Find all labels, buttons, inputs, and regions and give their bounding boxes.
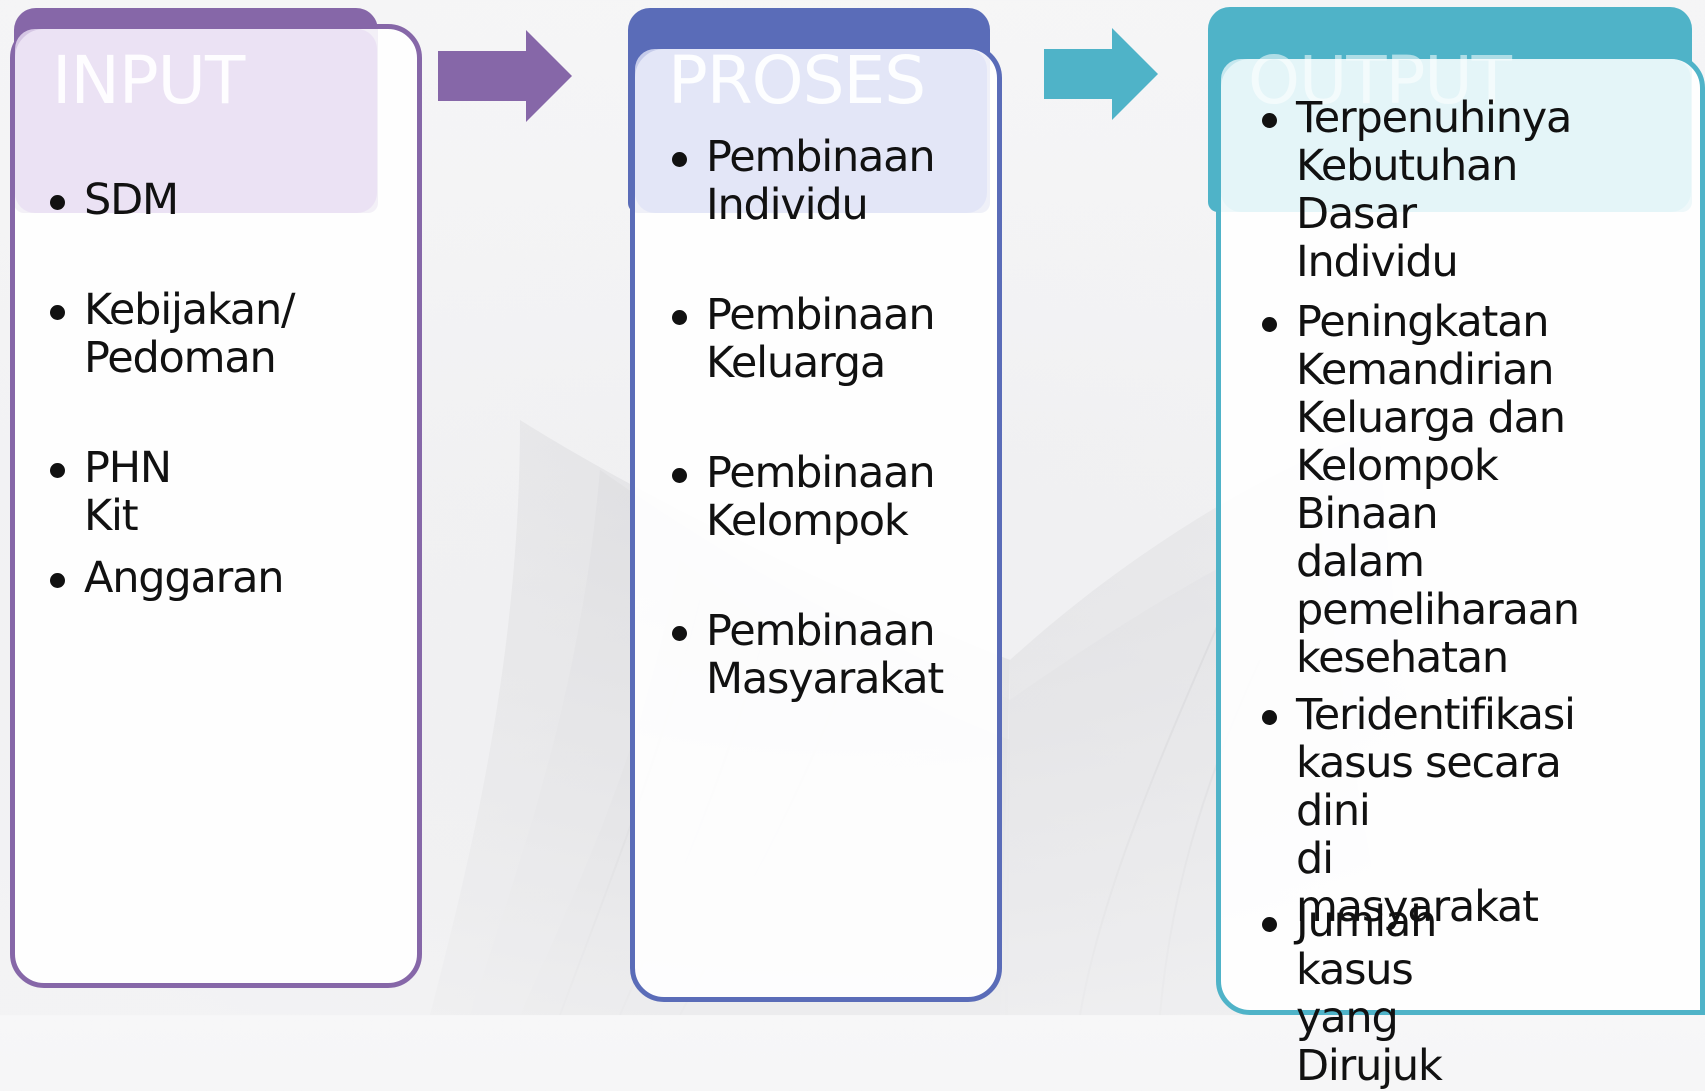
input-item-anggaran: Anggaran [50,553,284,603]
output-item-label: Peningkatan Kemandirian Keluarga dan Kel… [1296,297,1580,683]
bullet-icon [1262,113,1277,128]
input-item-label: Anggaran [84,553,284,603]
bullet-icon [672,626,687,641]
input-item-phn-kit: PHN Kit [50,443,172,541]
proses-item-label: Pembinaan Masyarakat [706,606,944,704]
proses-item-masyarakat: Pembinaan Masyarakat [672,606,944,704]
bullet-icon [1262,917,1277,932]
bullet-icon [672,152,687,167]
output-tab-overlay [1221,59,1691,212]
output-item-dirujuk: Jumlah kasus yang Dirujuk [1262,897,1443,1091]
proses-tab-overlay [635,49,987,213]
input-item-label: PHN Kit [84,443,172,541]
output-item-label: Terpenuhinya Kebutuhan Dasar Individu [1296,93,1572,287]
input-tab-overlay [15,29,377,213]
bullet-icon [672,310,687,325]
proses-title: PROSES [668,42,926,119]
proses-item-label: Pembinaan Keluarga [706,290,936,388]
proses-item-individu: Pembinaan Individu [672,132,936,230]
proses-item-label: Pembinaan Kelompok [706,448,936,546]
output-item-label: Jumlah kasus yang Dirujuk [1296,897,1443,1091]
output-item-label: Teridentifikasi kasus secara dini di mas… [1296,690,1576,932]
bullet-icon [50,463,65,478]
bullet-icon [50,195,65,210]
output-item-kebutuhan-dasar: Terpenuhinya Kebutuhan Dasar Individu [1262,93,1572,287]
input-item-label: SDM [84,175,179,225]
proses-item-kelompok: Pembinaan Kelompok [672,448,936,546]
input-item-kebijakan: Kebijakan/ Pedoman [50,285,295,383]
input-item-label: Kebijakan/ Pedoman [84,285,295,383]
bullet-icon [1262,317,1277,332]
input-item-sdm: SDM [50,175,179,225]
bullet-icon [50,573,65,588]
output-item-teridentifikasi: Teridentifikasi kasus secara dini di mas… [1262,690,1576,932]
output-item-kemandirian: Peningkatan Kemandirian Keluarga dan Kel… [1262,297,1580,683]
input-title: INPUT [52,42,245,119]
proses-item-keluarga: Pembinaan Keluarga [672,290,936,388]
proses-item-label: Pembinaan Individu [706,132,936,230]
arrow-right-icon [438,30,572,122]
output-title: OUTPUT [1248,42,1512,119]
output-card [1216,54,1705,1015]
bullet-icon [672,468,687,483]
bullet-icon [50,305,65,320]
bullet-icon [1262,710,1277,725]
arrow-right-icon [1044,28,1158,120]
